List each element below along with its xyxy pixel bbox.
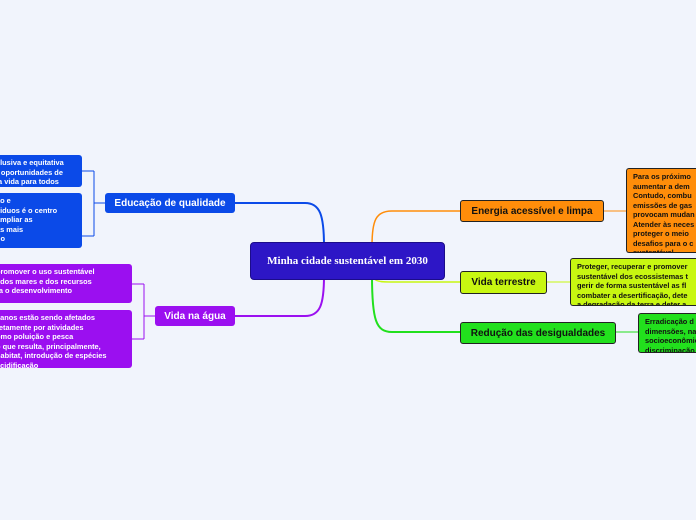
connector-energia bbox=[371, 210, 460, 247]
topic-educacao-label: Educação de qualidade bbox=[114, 197, 226, 209]
subtopic-desigualdades-1[interactable]: Erradicação d dimensões, na socioeconômi… bbox=[638, 313, 696, 353]
subtopic-energia-1[interactable]: Para os próximo aumentar a dem Contudo, … bbox=[626, 168, 696, 253]
topic-vida-agua-label: Vida na água bbox=[164, 310, 226, 322]
topic-vida-terrestre-label: Vida terrestre bbox=[471, 277, 536, 288]
topic-reducao-das-desigualdades[interactable]: Redução das desigualdades bbox=[460, 322, 616, 344]
subtopic-vida-agua-1[interactable]: promover o uso sustentável , dos mares e… bbox=[0, 264, 132, 303]
central-topic[interactable]: Minha cidade sustentável em 2030 bbox=[250, 242, 445, 280]
subtopic-educacao-2[interactable]: ão e viduos é o centro ampliar as as mai… bbox=[0, 193, 82, 248]
topic-desigualdades-label: Redução das desigualdades bbox=[470, 327, 606, 339]
central-topic-label: Minha cidade sustentável em 2030 bbox=[267, 255, 428, 267]
connector-vida-agua bbox=[235, 275, 325, 317]
connector-educacao bbox=[235, 202, 325, 247]
connector-agua-leaves bbox=[132, 283, 155, 340]
subtopic-vida-agua-2[interactable]: eanos estão sendo afetados retamente por… bbox=[0, 310, 132, 368]
topic-vida-na-agua[interactable]: Vida na água bbox=[155, 306, 235, 326]
connector-educacao-leaves bbox=[82, 170, 105, 237]
topic-energia-label: Energia acessível e limpa bbox=[471, 205, 593, 217]
topic-vida-terrestre[interactable]: Vida terrestre bbox=[460, 271, 547, 294]
connector-desigualdades bbox=[371, 275, 460, 333]
subtopic-educacao-1[interactable]: clusiva e equitativa r oportunidades de … bbox=[0, 155, 82, 187]
topic-educacao-de-qualidade[interactable]: Educação de qualidade bbox=[105, 193, 235, 213]
subtopic-vida-terrestre-1[interactable]: Proteger, recuperar e promover sustentáv… bbox=[570, 258, 696, 306]
topic-energia-acessivel-e-limpa[interactable]: Energia acessível e limpa bbox=[460, 200, 604, 222]
